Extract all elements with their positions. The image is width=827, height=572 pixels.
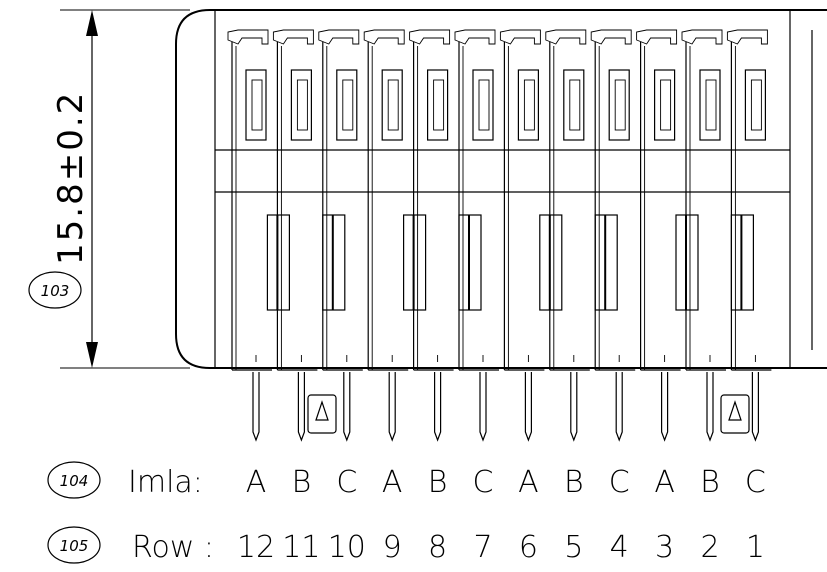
- pin: [706, 372, 714, 442]
- imla-value: C: [336, 465, 357, 500]
- row-value: 8: [428, 530, 447, 565]
- retention-latch: [720, 394, 750, 434]
- row-value: 11: [282, 530, 320, 565]
- row-value: 3: [655, 530, 674, 565]
- contact-column: [318, 29, 363, 371]
- pin: [751, 372, 759, 442]
- imla-value: C: [745, 465, 766, 500]
- dimension-label: 15.8±0.2: [51, 91, 91, 265]
- imla-value: C: [473, 465, 494, 500]
- contact-columns: [227, 29, 772, 371]
- contact-column: [636, 29, 681, 371]
- row-value: 6: [519, 530, 538, 565]
- pin: [479, 372, 487, 442]
- row-label: Row :: [132, 530, 214, 565]
- row-value: 1: [746, 530, 765, 565]
- callout-104-label: 104: [60, 472, 89, 490]
- pin: [615, 372, 623, 442]
- imla-value: B: [564, 465, 584, 500]
- pin: [570, 372, 578, 442]
- imla-value: A: [246, 465, 267, 500]
- pin: [434, 372, 442, 442]
- pin: [343, 372, 351, 442]
- imla-value: B: [700, 465, 720, 500]
- row-value: 10: [328, 530, 366, 565]
- pin: [524, 372, 532, 442]
- contact-column: [675, 29, 726, 371]
- contact-column: [726, 29, 772, 371]
- pin: [252, 372, 260, 442]
- imla-value: A: [518, 465, 539, 500]
- contact-column: [363, 29, 409, 371]
- pin: [661, 372, 669, 442]
- imla-value: A: [654, 465, 675, 500]
- connector-housing: [175, 9, 827, 369]
- contact-column: [499, 29, 545, 371]
- row-value: 12: [237, 530, 275, 565]
- row-value: 2: [700, 530, 719, 565]
- pin: [297, 372, 305, 442]
- imla-value: B: [292, 465, 312, 500]
- height-dimension: 15.8±0.2: [51, 9, 190, 369]
- contact-column: [454, 29, 499, 371]
- contact-column: [403, 29, 454, 371]
- callout-105-label: 105: [60, 537, 89, 555]
- contact-column: [266, 29, 318, 371]
- contact-column: [590, 29, 636, 371]
- pin-row: [252, 372, 759, 442]
- callout-103: 103: [28, 271, 82, 309]
- imla-value: C: [609, 465, 630, 500]
- contact-column: [227, 29, 272, 371]
- callout-103-label: 103: [41, 282, 70, 300]
- imla-value: A: [382, 465, 403, 500]
- row-value: 5: [564, 530, 583, 565]
- retention-latch: [307, 394, 337, 434]
- contact-column: [539, 29, 590, 371]
- row-value: 9: [383, 530, 402, 565]
- row-value: 4: [610, 530, 629, 565]
- pin: [388, 372, 396, 442]
- imla-label: Imla:: [128, 465, 203, 500]
- imla-value: B: [428, 465, 448, 500]
- row-value: 7: [473, 530, 492, 565]
